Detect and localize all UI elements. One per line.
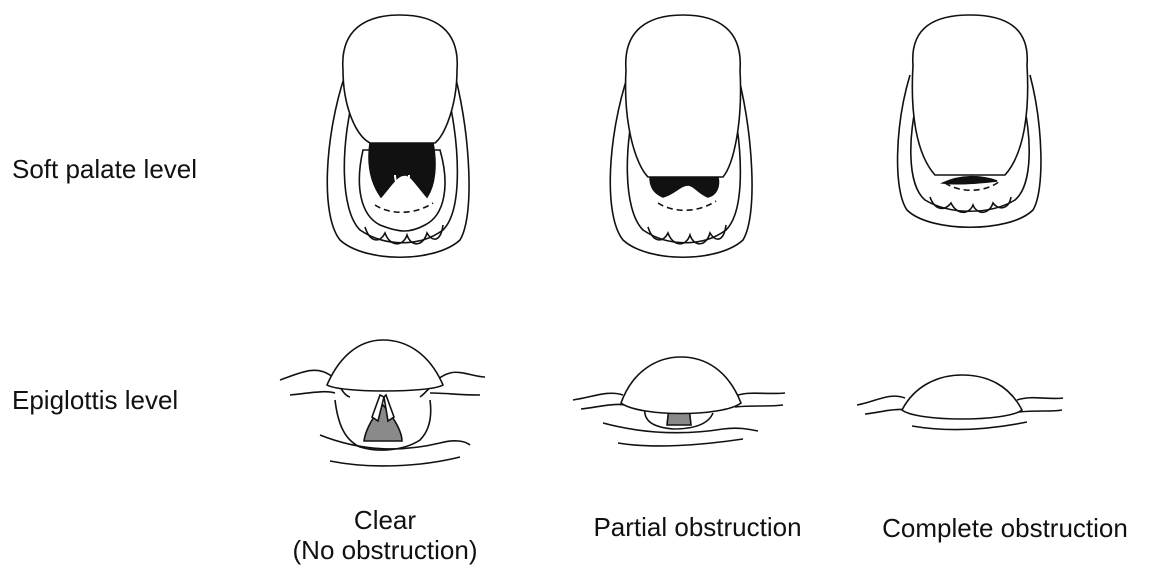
- column-label-partial: Partial obstruction: [560, 512, 835, 542]
- tissue-line: [290, 392, 335, 395]
- tongue-dashed: [658, 201, 716, 210]
- tissue-line: [330, 457, 460, 466]
- column-label-complete: Complete obstruction: [855, 513, 1155, 543]
- teeth: [365, 225, 443, 244]
- glottis-grey: [364, 405, 402, 441]
- epiglottis: [902, 375, 1022, 419]
- tissue-line: [733, 393, 785, 397]
- upper-lip: [343, 15, 457, 143]
- epiglottis-clear-illustration: [280, 335, 490, 470]
- epiglottis: [621, 357, 741, 414]
- tissue-line: [573, 393, 623, 400]
- row-label-epiglottis: Epiglottis level: [12, 385, 178, 416]
- airway-dark: [369, 143, 435, 197]
- tissue-line: [430, 393, 480, 395]
- tissue-line: [912, 422, 1027, 429]
- teeth: [930, 197, 1011, 212]
- upper-lip: [912, 15, 1027, 175]
- epiglottis-partial-illustration: [573, 345, 788, 455]
- teeth: [648, 225, 726, 244]
- upper-lip: [626, 15, 741, 177]
- tissue-line: [857, 396, 905, 405]
- tissue-line: [865, 409, 907, 414]
- column-label-clear-line1: Clear: [270, 505, 500, 535]
- epiglottis-complete-illustration: [857, 370, 1067, 440]
- airway-dark: [650, 177, 719, 197]
- epiglottis: [327, 340, 443, 391]
- soft-palate-clear-illustration: [325, 15, 475, 275]
- column-label-clear-line2: (No obstruction): [270, 535, 500, 565]
- soft-palate-complete-illustration: [895, 15, 1045, 245]
- column-label-clear: Clear (No obstruction): [270, 505, 500, 565]
- soft-palate-partial-illustration: [608, 15, 758, 275]
- tissue-line: [581, 404, 625, 409]
- tissue-line: [618, 439, 743, 446]
- row-label-soft-palate: Soft palate level: [12, 154, 197, 185]
- tissue-line: [735, 405, 783, 407]
- tissue-line: [1017, 398, 1063, 400]
- airway-dark-sliver: [943, 177, 997, 184]
- tongue-dashed: [375, 203, 433, 212]
- tissue-line: [1019, 410, 1062, 412]
